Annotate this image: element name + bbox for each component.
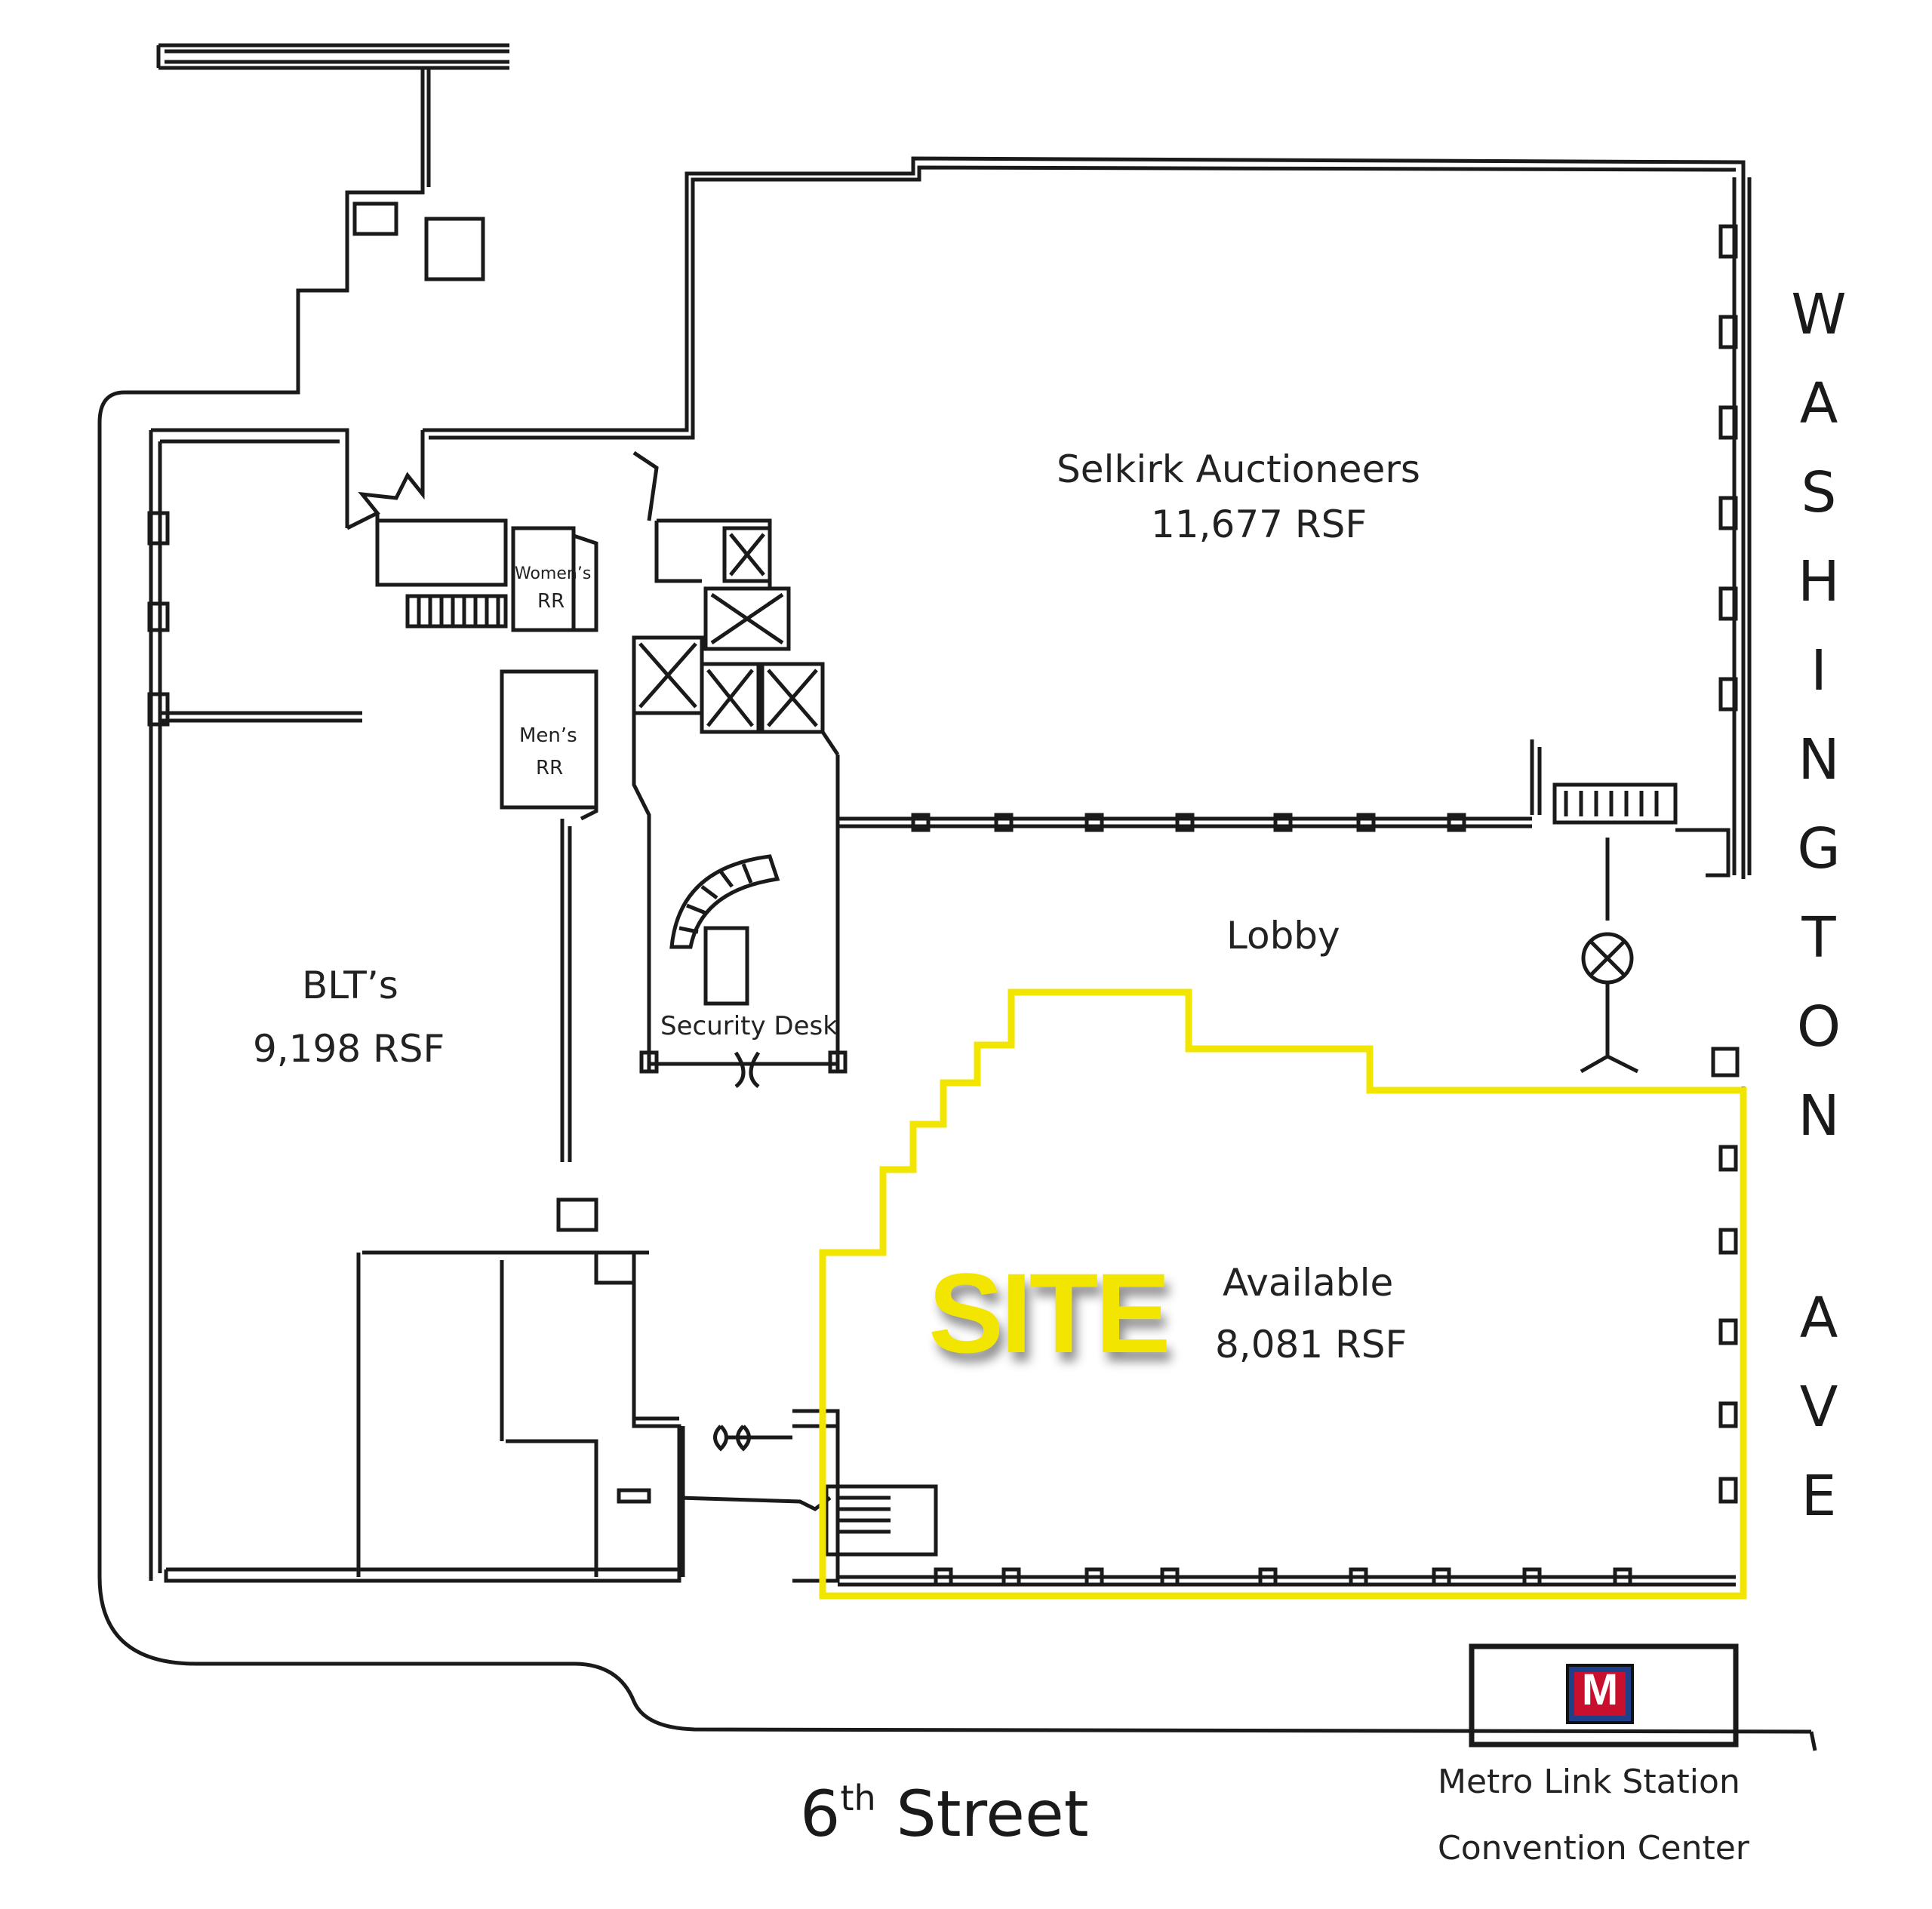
metro-link-icon: M [1566, 1664, 1634, 1724]
metro-station-name: Metro Link Station [1438, 1763, 1740, 1801]
site-outline [819, 988, 1747, 1600]
womens-rr-line1: Women’s [515, 564, 592, 583]
core-area [346, 430, 840, 1071]
sixth-street-label: 6th Street [800, 1777, 1089, 1851]
security-desk-label: Security Desk [660, 1011, 838, 1041]
mens-rr-line2: RR [536, 757, 564, 779]
mens-rr-line1: Men’s [519, 724, 577, 747]
service-strip [125, 43, 509, 395]
washington-ave-label: W A S H I N G T O N A V E [1791, 282, 1847, 1529]
lobby-label: Lobby [1226, 914, 1340, 958]
blts-area: 9,198 RSF [253, 1027, 445, 1071]
womens-rr-line2: RR [537, 590, 565, 613]
security-desk-area [639, 854, 848, 1088]
blts-partitions [356, 819, 840, 1583]
site-boundary [97, 390, 1817, 1751]
building-walls [147, 156, 1752, 1583]
metro-station-sub: Convention Center [1438, 1829, 1749, 1868]
site-label: SITE [928, 1250, 1171, 1376]
metro-station-box [1469, 1643, 1739, 1748]
selkirk-area: 11,677 RSF [1151, 503, 1367, 546]
available-name: Available [1223, 1261, 1394, 1305]
available-area: 8,081 RSF [1215, 1323, 1407, 1366]
lobby-walls [838, 739, 1740, 1077]
selkirk-name: Selkirk Auctioneers [1057, 447, 1420, 491]
blts-name: BLT’s [302, 964, 398, 1007]
